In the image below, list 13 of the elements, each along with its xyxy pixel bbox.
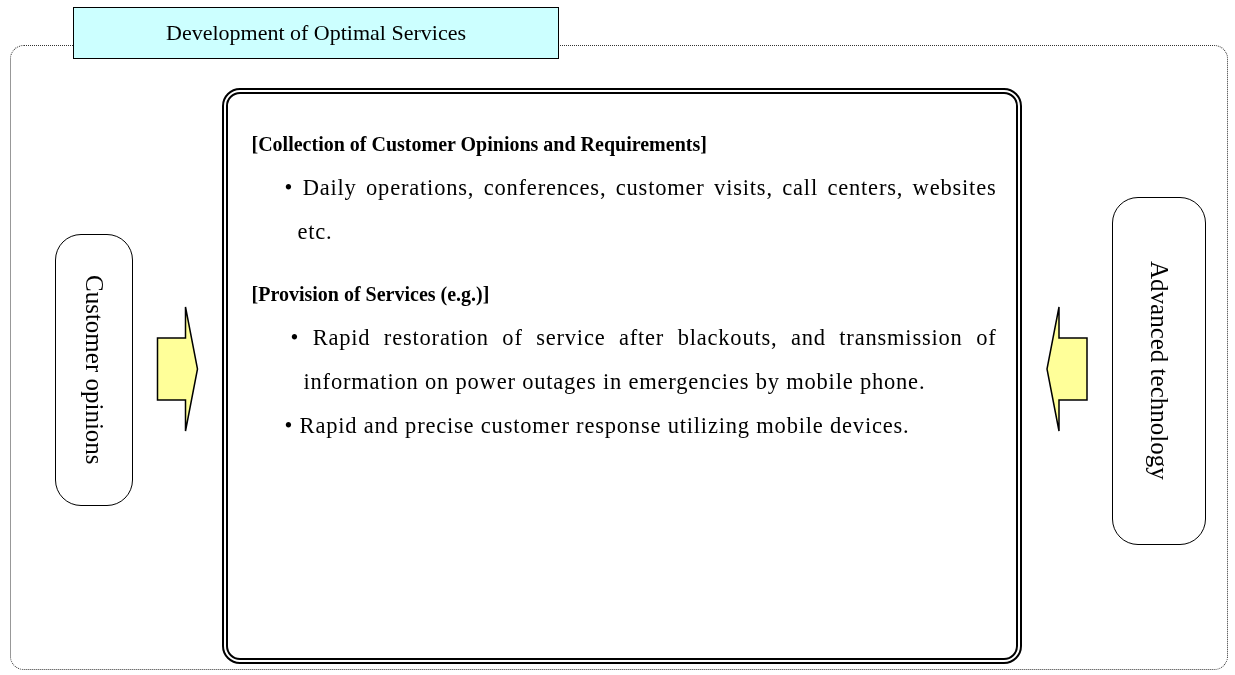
section-heading: [Collection of Customer Opinions and Requirements] (251, 131, 708, 158)
title-box: Development of Optimal Services (73, 7, 559, 59)
bullet-item: • Rapid restoration of service after blackouts, and transmission of information on power outages in emergencies by mobile phone. (289, 323, 997, 396)
bullet-item: • Rapid and precise customer response utilizing mobile devices. (283, 411, 911, 440)
rounded-box (1111, 196, 1206, 545)
block-arrow (1046, 306, 1088, 432)
vertical-label: Advanced technology (1144, 261, 1173, 480)
block-arrow (156, 306, 199, 432)
section-heading: [Provision of Services (e.g.)] (251, 281, 491, 308)
rounded-box (54, 233, 133, 506)
bullet-item: • Daily operations, conferences, customer visits, call centers, websites etc. (283, 173, 997, 246)
content-box (221, 87, 1022, 664)
vertical-label: Customer opinions (79, 274, 108, 465)
